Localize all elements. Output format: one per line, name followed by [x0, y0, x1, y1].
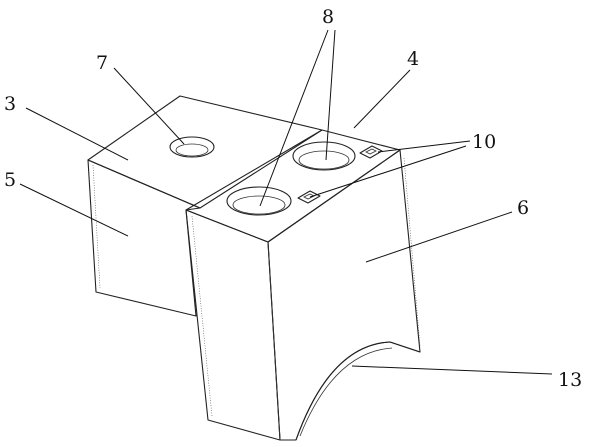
label-6: 6: [517, 197, 529, 219]
right-block-corner-edge: [267, 241, 281, 441]
hole-7-inner: [175, 143, 209, 157]
label-10: 10: [472, 131, 496, 153]
leader-5: [19, 183, 129, 237]
hole-8b-inner: [298, 150, 350, 170]
label-8: 8: [322, 6, 334, 28]
right-block-left-face: [185, 209, 281, 441]
label-13: 13: [558, 369, 582, 391]
leader-10b: [309, 145, 467, 198]
right-block-front-face: [267, 149, 421, 441]
leader-8a: [259, 29, 329, 207]
label-5: 5: [4, 169, 16, 191]
mark-10-lower: [297, 190, 321, 204]
left-block-hidden-edge: [92, 164, 101, 289]
label-4: 4: [407, 48, 419, 70]
hole-8a-inner: [232, 195, 286, 215]
leader-3: [25, 107, 129, 161]
mark-10-upper-inner: [365, 148, 377, 155]
upper-step-top-face: [87, 95, 323, 209]
hole-7-outer: [169, 136, 215, 158]
leader-10a: [377, 140, 471, 153]
leader-8b: [325, 29, 336, 161]
mark-10-upper: [359, 145, 383, 159]
leader-4: [353, 69, 411, 129]
label-3: 3: [4, 93, 16, 115]
leader-6: [365, 211, 513, 263]
left-block-front-face: [87, 159, 201, 317]
label-7: 7: [96, 52, 108, 74]
hole-8a-outer: [226, 186, 292, 216]
arc-cutout: [295, 341, 421, 441]
hole-8b-outer: [292, 141, 356, 171]
right-block-hidden-edge: [403, 157, 421, 347]
arc-cutout-inner: [299, 347, 393, 437]
right-block-left-hidden-edge: [191, 215, 213, 417]
leader-7: [113, 67, 185, 145]
leader-13: [351, 365, 553, 375]
